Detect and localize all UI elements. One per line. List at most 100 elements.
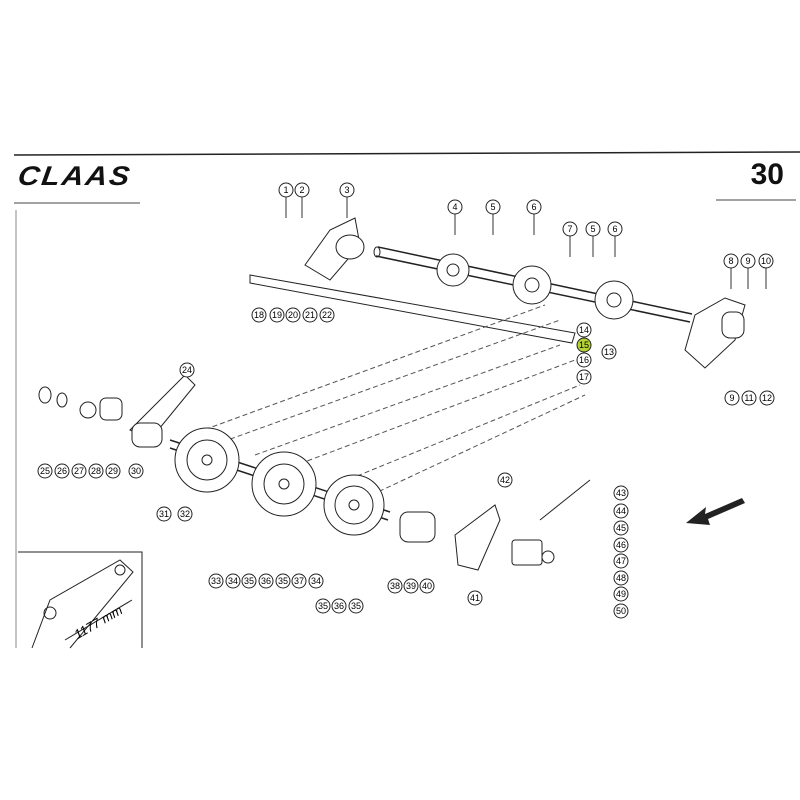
callout-35[interactable]: 35: [241, 573, 257, 589]
inset-detail: [18, 551, 143, 649]
callout-circle: [576, 369, 592, 385]
callout-34[interactable]: 34: [308, 573, 324, 589]
callout-number: 30: [131, 466, 141, 476]
callout-circle: [526, 199, 542, 215]
callout-circle: [613, 553, 629, 569]
callout-5[interactable]: 5: [485, 199, 501, 235]
callout-41[interactable]: 41: [467, 590, 483, 606]
callout-6[interactable]: 6: [607, 221, 623, 257]
callout-circle: [339, 182, 355, 198]
right-small-parts: [399, 479, 591, 571]
callout-number: 27: [74, 466, 84, 476]
callout-29[interactable]: 29: [105, 463, 121, 479]
callout-number: 46: [616, 540, 626, 550]
callout-circle: [723, 253, 739, 269]
callout-circle: [269, 307, 285, 323]
callout-number: 34: [311, 576, 321, 586]
callout-46[interactable]: 46: [613, 537, 629, 553]
callout-33[interactable]: 33: [208, 573, 224, 589]
callout-number: 6: [531, 202, 536, 212]
callout-12[interactable]: 12: [759, 390, 775, 406]
callout-18[interactable]: 18: [251, 307, 267, 323]
callout-number: 11: [744, 393, 753, 403]
callout-36[interactable]: 36: [258, 573, 274, 589]
callout-30[interactable]: 30: [128, 463, 144, 479]
callout-number: 43: [616, 488, 626, 498]
callout-16[interactable]: 16: [576, 352, 592, 368]
callout-42[interactable]: 42: [497, 472, 513, 488]
callout-38[interactable]: 38: [387, 578, 403, 594]
callout-26[interactable]: 26: [54, 463, 70, 479]
callout-21[interactable]: 21: [302, 307, 318, 323]
callout-7[interactable]: 7: [562, 221, 578, 257]
callout-11[interactable]: 11: [741, 390, 757, 406]
callout-39[interactable]: 39: [403, 578, 419, 594]
callout-circle: [562, 221, 578, 237]
callout-44[interactable]: 44: [613, 503, 629, 519]
callout-2[interactable]: 2: [294, 182, 310, 218]
callout-13[interactable]: 13: [601, 344, 617, 360]
callout-circle: [759, 390, 775, 406]
callout-20[interactable]: 20: [285, 307, 301, 323]
callout-circle: [447, 199, 463, 215]
callout-9[interactable]: 9: [724, 390, 740, 406]
callout-number: 39: [406, 581, 416, 591]
callout-34[interactable]: 34: [225, 573, 241, 589]
callout-35[interactable]: 35: [275, 573, 291, 589]
callout-1[interactable]: 1: [278, 182, 294, 218]
callout-3[interactable]: 3: [339, 182, 355, 218]
callout-4[interactable]: 4: [447, 199, 463, 235]
callout-32[interactable]: 32: [177, 506, 193, 522]
callout-28[interactable]: 28: [88, 463, 104, 479]
callout-48[interactable]: 48: [613, 570, 629, 586]
callout-circle: [485, 199, 501, 215]
callout-number: 21: [305, 310, 315, 320]
callout-5[interactable]: 5: [585, 221, 601, 257]
callout-31[interactable]: 31: [156, 506, 172, 522]
callout-37[interactable]: 37: [291, 573, 307, 589]
callout-19[interactable]: 19: [269, 307, 285, 323]
callout-15[interactable]: 15: [576, 337, 592, 353]
callout-number: 40: [422, 581, 432, 591]
callout-circle: [258, 573, 274, 589]
callout-35[interactable]: 35: [348, 598, 364, 614]
callout-45[interactable]: 45: [613, 520, 629, 536]
page-number: 30: [750, 158, 784, 191]
callout-47[interactable]: 47: [613, 553, 629, 569]
callout-circle: [613, 603, 629, 619]
callout-17[interactable]: 17: [576, 369, 592, 385]
callout-27[interactable]: 27: [71, 463, 87, 479]
callout-number: 19: [272, 310, 282, 320]
callout-circle: [467, 590, 483, 606]
callout-49[interactable]: 49: [613, 586, 629, 602]
callout-8[interactable]: 8: [723, 253, 739, 289]
callout-24[interactable]: 24: [179, 362, 195, 378]
callout-14[interactable]: 14: [576, 322, 592, 338]
callout-number: 20: [288, 310, 298, 320]
callout-number: 34: [228, 576, 238, 586]
callout-number: 8: [728, 256, 733, 266]
callout-number: 1: [283, 185, 288, 195]
callout-35[interactable]: 35: [315, 598, 331, 614]
callout-circle: [208, 573, 224, 589]
callout-40[interactable]: 40: [419, 578, 435, 594]
callout-circle: [387, 578, 403, 594]
callout-10[interactable]: 10: [758, 253, 774, 289]
callout-22[interactable]: 22: [319, 307, 335, 323]
callout-number: 15: [579, 340, 589, 350]
callout-circle: [758, 253, 774, 269]
callout-circle: [291, 573, 307, 589]
callout-number: 7: [567, 224, 572, 234]
callout-36[interactable]: 36: [331, 598, 347, 614]
callout-number: 38: [390, 581, 400, 591]
callout-43[interactable]: 43: [613, 485, 629, 501]
callout-50[interactable]: 50: [613, 603, 629, 619]
callout-6[interactable]: 6: [526, 199, 542, 235]
callout-circle: [331, 598, 347, 614]
callout-number: 5: [590, 224, 595, 234]
callout-circle: [54, 463, 70, 479]
callout-number: 42: [500, 475, 510, 485]
callout-number: 9: [729, 393, 734, 403]
callout-25[interactable]: 25: [37, 463, 53, 479]
callout-9[interactable]: 9: [740, 253, 756, 289]
